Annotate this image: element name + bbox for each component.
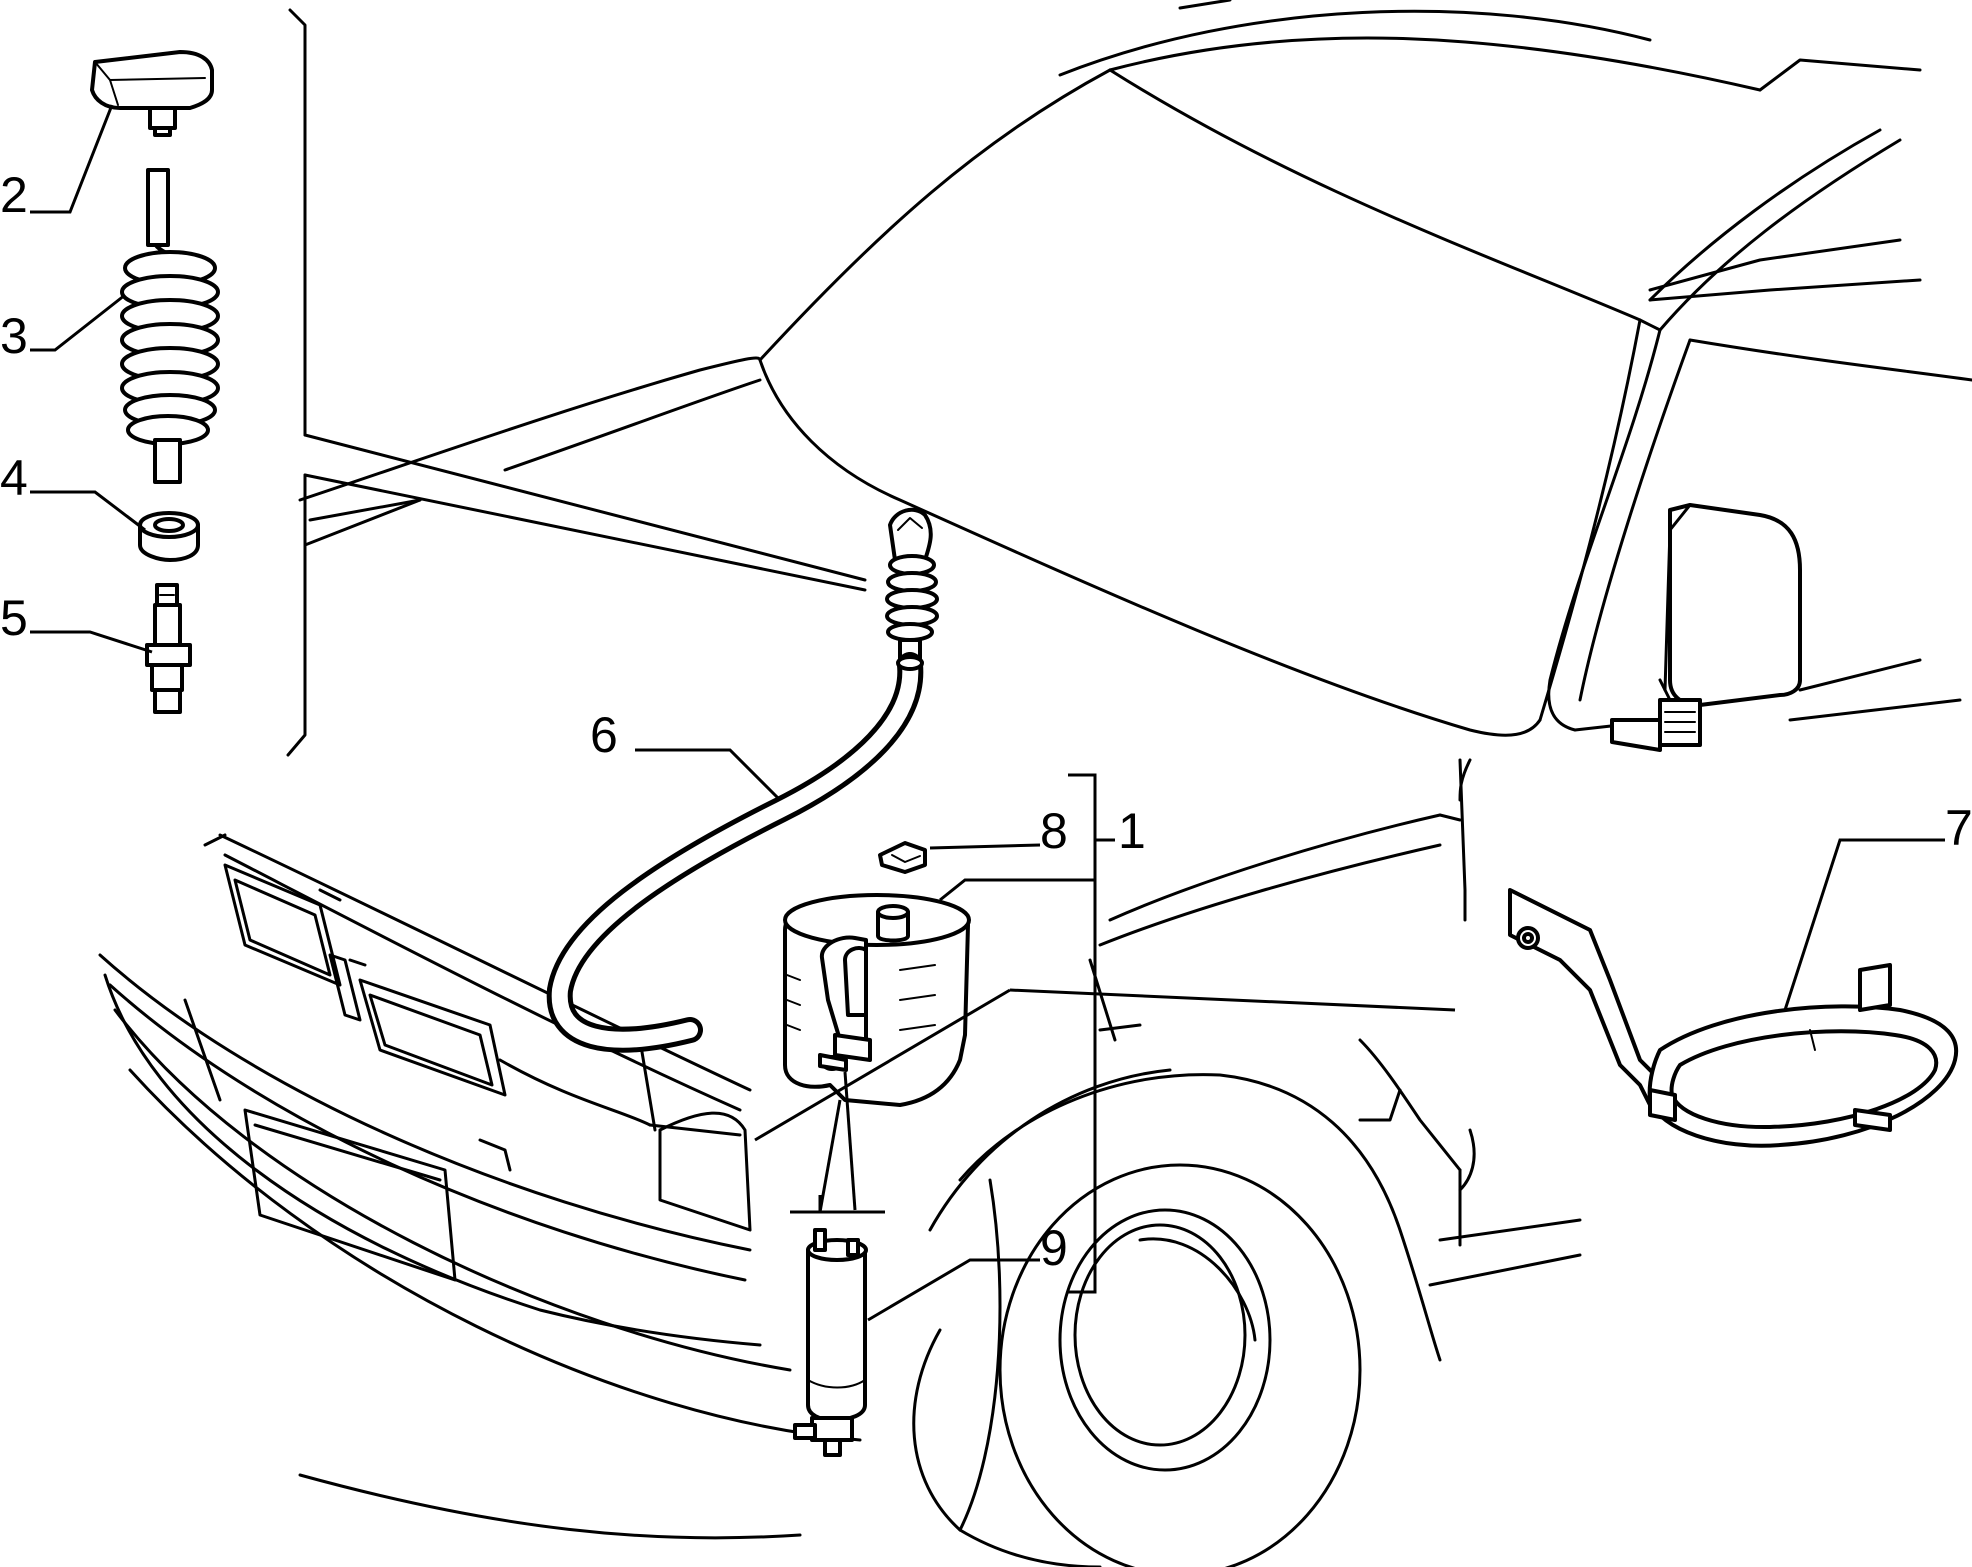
- inset-frame: [286, 8, 867, 757]
- part-7-reservoir-bracket: [1508, 888, 1959, 1148]
- part-4-grommet: [138, 511, 200, 562]
- callout-9: 9: [1040, 1220, 1068, 1276]
- car-body-outline: [98, 0, 1972, 1567]
- part-8-cap: [878, 841, 927, 874]
- callout-2: 2: [0, 167, 28, 223]
- part-9-washer-pump: [793, 1228, 868, 1457]
- part-3-coiled-hose: [120, 168, 220, 484]
- part-1-washer-reservoir: [783, 893, 971, 1107]
- callout-5: 5: [0, 590, 28, 646]
- callout-leaders: [30, 104, 1945, 1322]
- callout-4: 4: [0, 450, 28, 506]
- callout-8: 8: [1040, 803, 1068, 859]
- callout-7: 7: [1945, 800, 1972, 856]
- part-6-hose: [546, 652, 924, 1053]
- callout-labels: 2 3 4 5 6 8 1 7 9: [0, 167, 1972, 1276]
- callout-6: 6: [590, 707, 618, 763]
- installed-nozzle-assembly: [885, 507, 939, 662]
- part-2-washer-nozzle: [90, 50, 214, 137]
- callout-3: 3: [0, 308, 28, 364]
- part-5-bolt: [145, 583, 192, 714]
- callout-1: 1: [1118, 803, 1146, 859]
